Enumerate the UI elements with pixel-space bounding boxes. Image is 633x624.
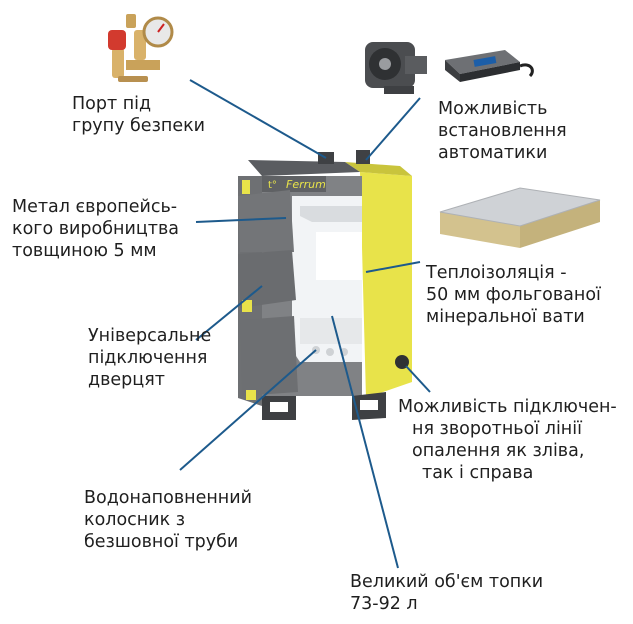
callout-firebox-line-2: 73-92 л: [350, 594, 418, 614]
callout-automation-line-2: встановлення: [438, 121, 567, 141]
callout-safety-port-line-2: групу безпеки: [72, 116, 206, 136]
callout-grate-line-1: Водонаповненний: [84, 488, 252, 508]
callout-return-line-line-1: Можливість підключен-: [398, 397, 617, 417]
callout-return-line-line-4: так і справа: [422, 463, 534, 483]
brand-logo-mark: t°: [268, 180, 277, 191]
safety-valve-group-image: [108, 14, 174, 82]
callout-automation-line-1: Можливість: [438, 99, 548, 119]
leader-metal: [195, 217, 287, 223]
leader-lines: [179, 79, 431, 569]
callout-automation: Можливість встановлення автоматики: [438, 98, 567, 164]
callout-grate: Водонаповненний колосник з безшовної тру…: [84, 487, 252, 553]
leader-automation: [365, 97, 421, 161]
leader-firebox: [331, 315, 399, 569]
lower-door: [240, 316, 298, 396]
callout-metal: Метал європейсь- кого виробництва товщин…: [12, 196, 179, 262]
upper-door: [238, 190, 294, 252]
callout-insulation-line-2: 50 мм фольгованої: [426, 285, 601, 305]
leader-safety-port: [189, 79, 327, 159]
callout-doors: Універсальне підключення дверцят: [88, 325, 211, 391]
callout-insulation: Теплоізоляція - 50 мм фольгованої мінера…: [426, 262, 601, 328]
leader-return-line: [405, 365, 431, 393]
callout-return-line-line-2: ня зворотньої лінії: [412, 419, 582, 439]
controller-image: [445, 50, 534, 82]
callout-firebox-line-1: Великий об'єм топки: [350, 572, 544, 592]
callout-automation-line-3: автоматики: [438, 143, 548, 163]
callout-grate-line-2: колосник з: [84, 510, 186, 530]
callout-insulation-line-1: Теплоізоляція -: [426, 263, 567, 283]
callout-insulation-line-3: мінеральної вати: [426, 307, 585, 327]
callout-doors-line-2: підключення: [88, 348, 208, 368]
callout-doors-line-1: Універсальне: [88, 326, 212, 346]
callout-metal-line-3: товщиною 5 мм: [12, 241, 157, 261]
callout-grate-line-3: безшовної труби: [84, 532, 239, 552]
leader-insulation: [365, 261, 421, 273]
callout-return-line-line-3: опалення як зліва,: [412, 441, 585, 461]
callout-metal-line-2: кого виробництва: [12, 219, 179, 239]
callout-doors-line-3: дверцят: [88, 370, 165, 390]
callout-safety-port: Порт під групу безпеки: [72, 93, 205, 137]
boiler-image: Ferrum t°: [238, 150, 412, 420]
callout-firebox: Великий об'єм топки 73-92 л: [350, 571, 543, 615]
leader-doors: [195, 285, 263, 341]
callout-metal-line-1: Метал європейсь-: [12, 197, 178, 217]
brand-label: Ferrum: [286, 178, 326, 191]
fan-image: [365, 42, 427, 94]
callout-return-line: Можливість підключен- ня зворотньої ліні…: [398, 396, 617, 484]
callout-safety-port-line-1: Порт під: [72, 94, 152, 114]
leader-grate: [179, 349, 317, 471]
insulation-image: [439, 187, 601, 248]
